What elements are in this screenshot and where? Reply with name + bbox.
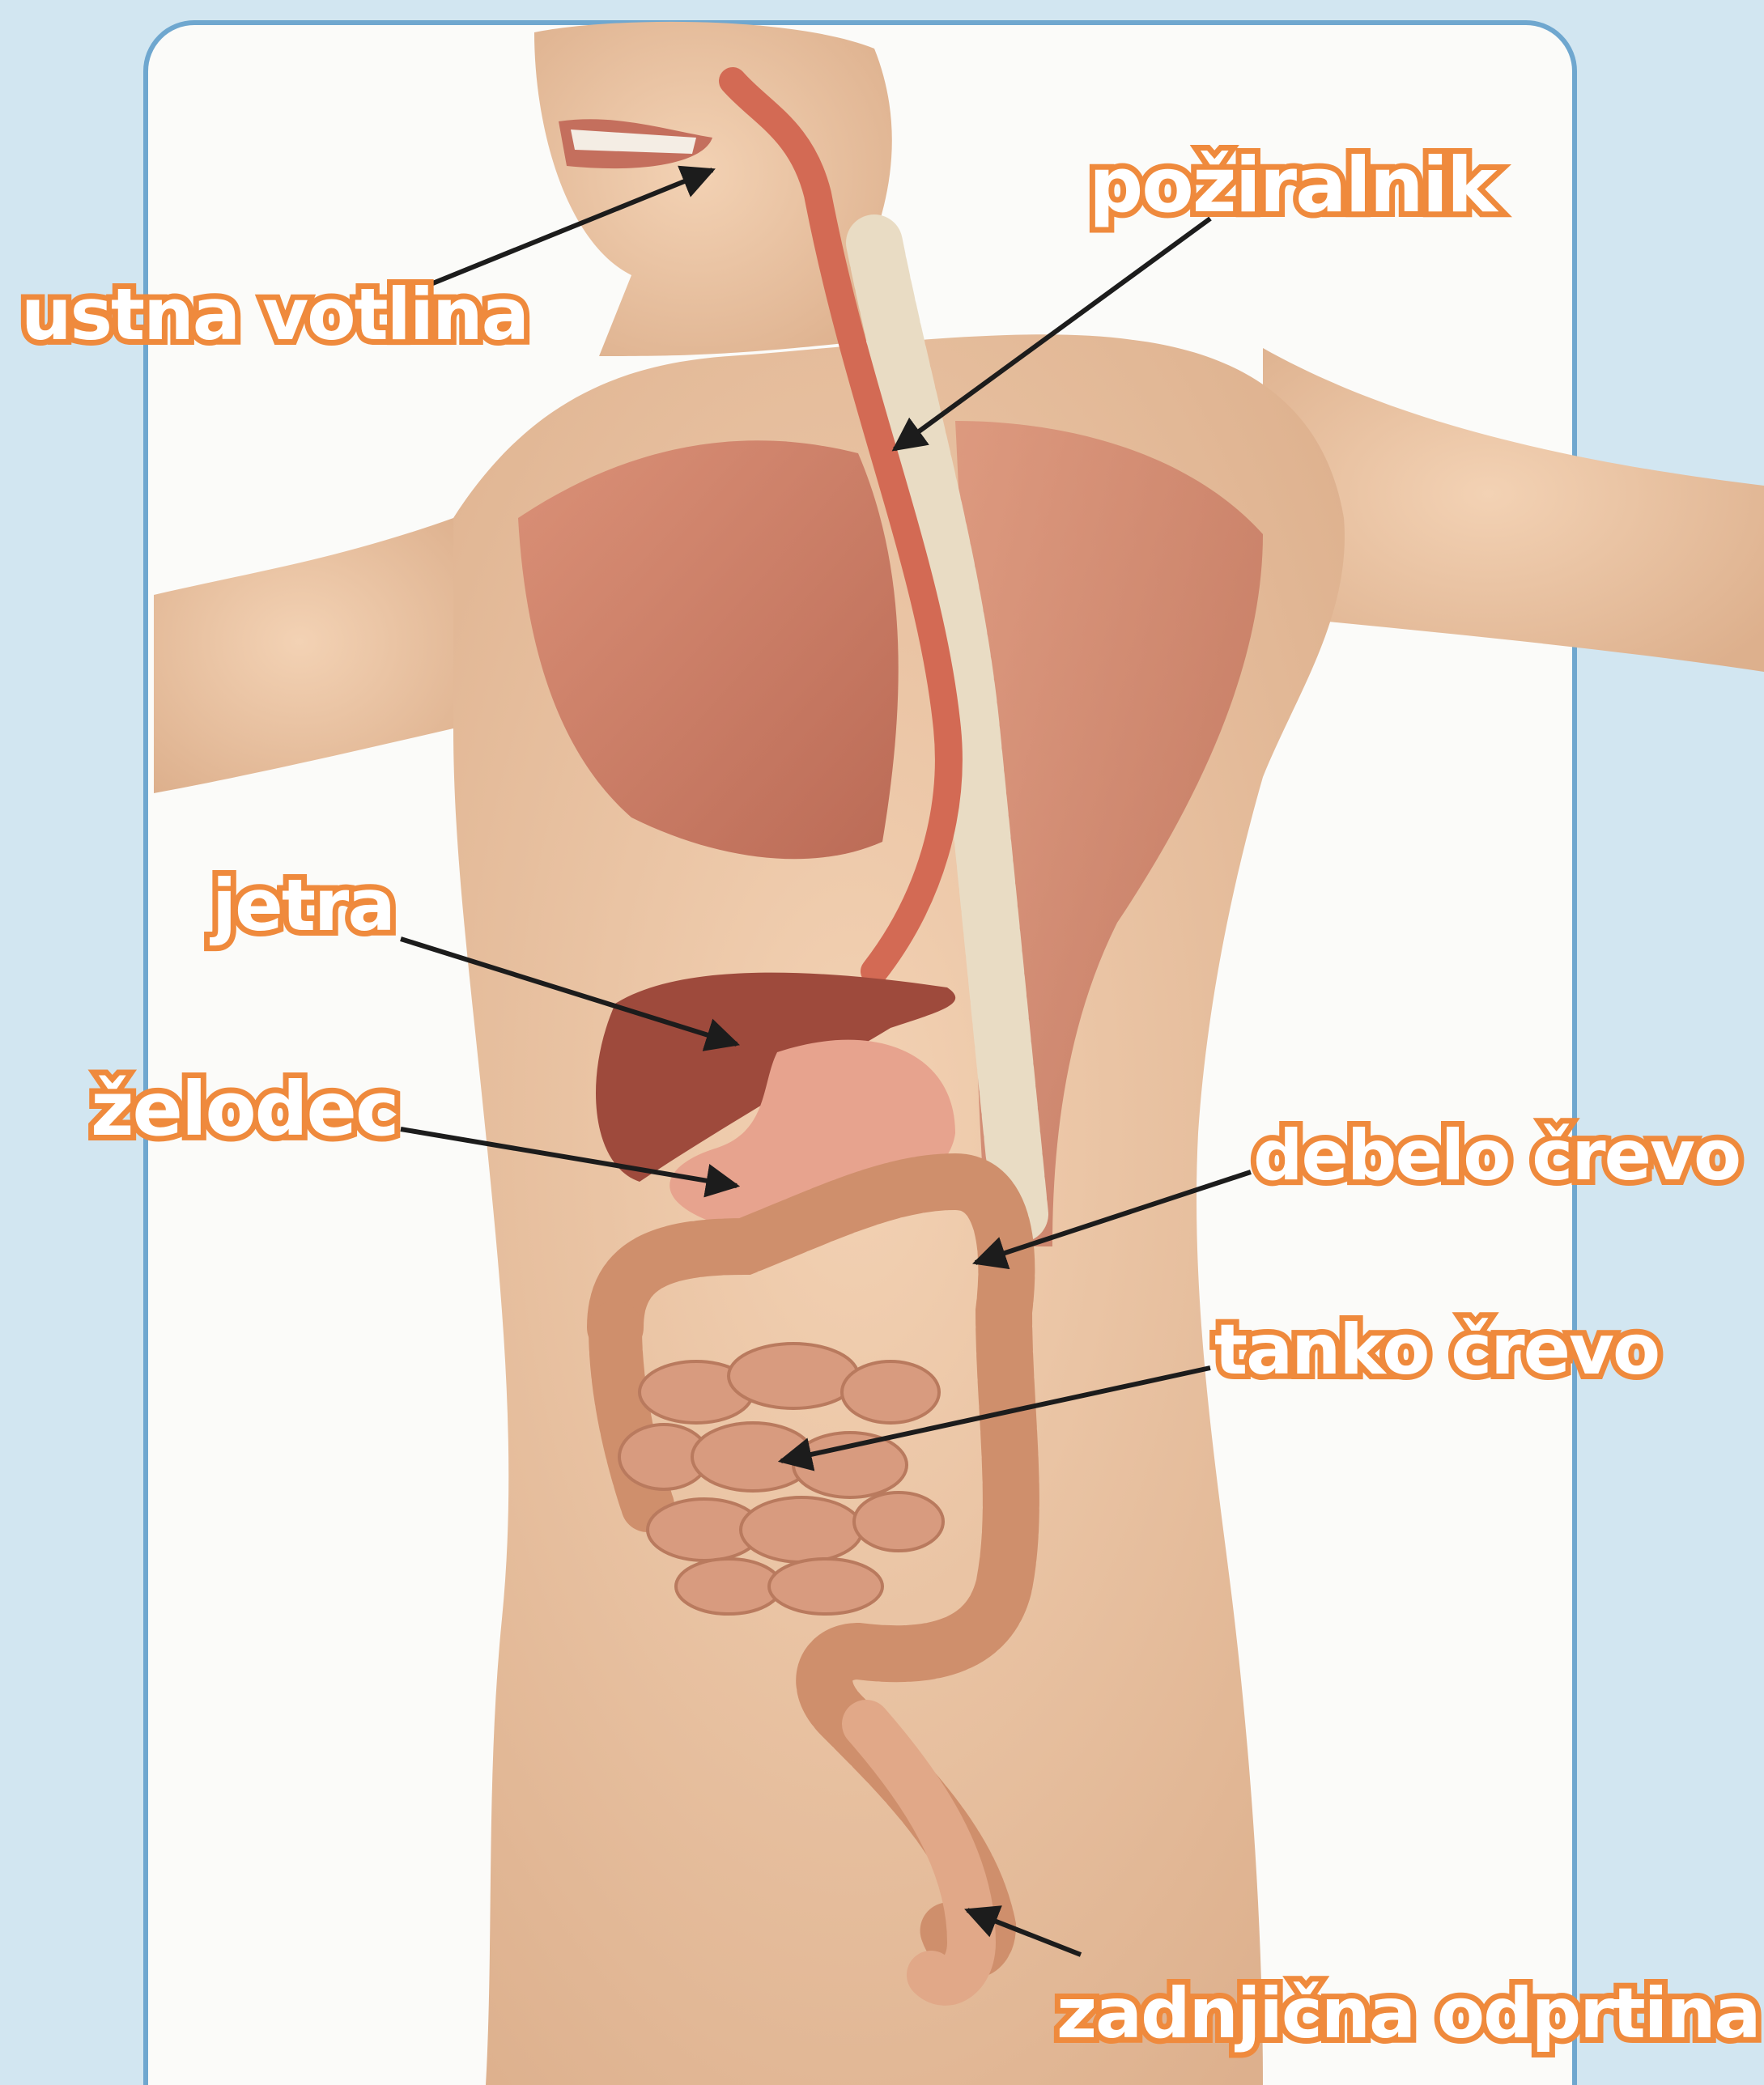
- label-liver: jetra: [212, 870, 394, 941]
- label-large-intestine: debelo črevo: [1253, 1121, 1740, 1191]
- label-small-intestine: tanko črevo: [1214, 1315, 1659, 1385]
- label-mouth: ustna votlina: [21, 279, 528, 350]
- label-anus: zadnjična odprtina: [1056, 1979, 1759, 2049]
- label-esophagus: požiralnik: [1089, 148, 1495, 224]
- label-stomach: želodec: [91, 1072, 397, 1147]
